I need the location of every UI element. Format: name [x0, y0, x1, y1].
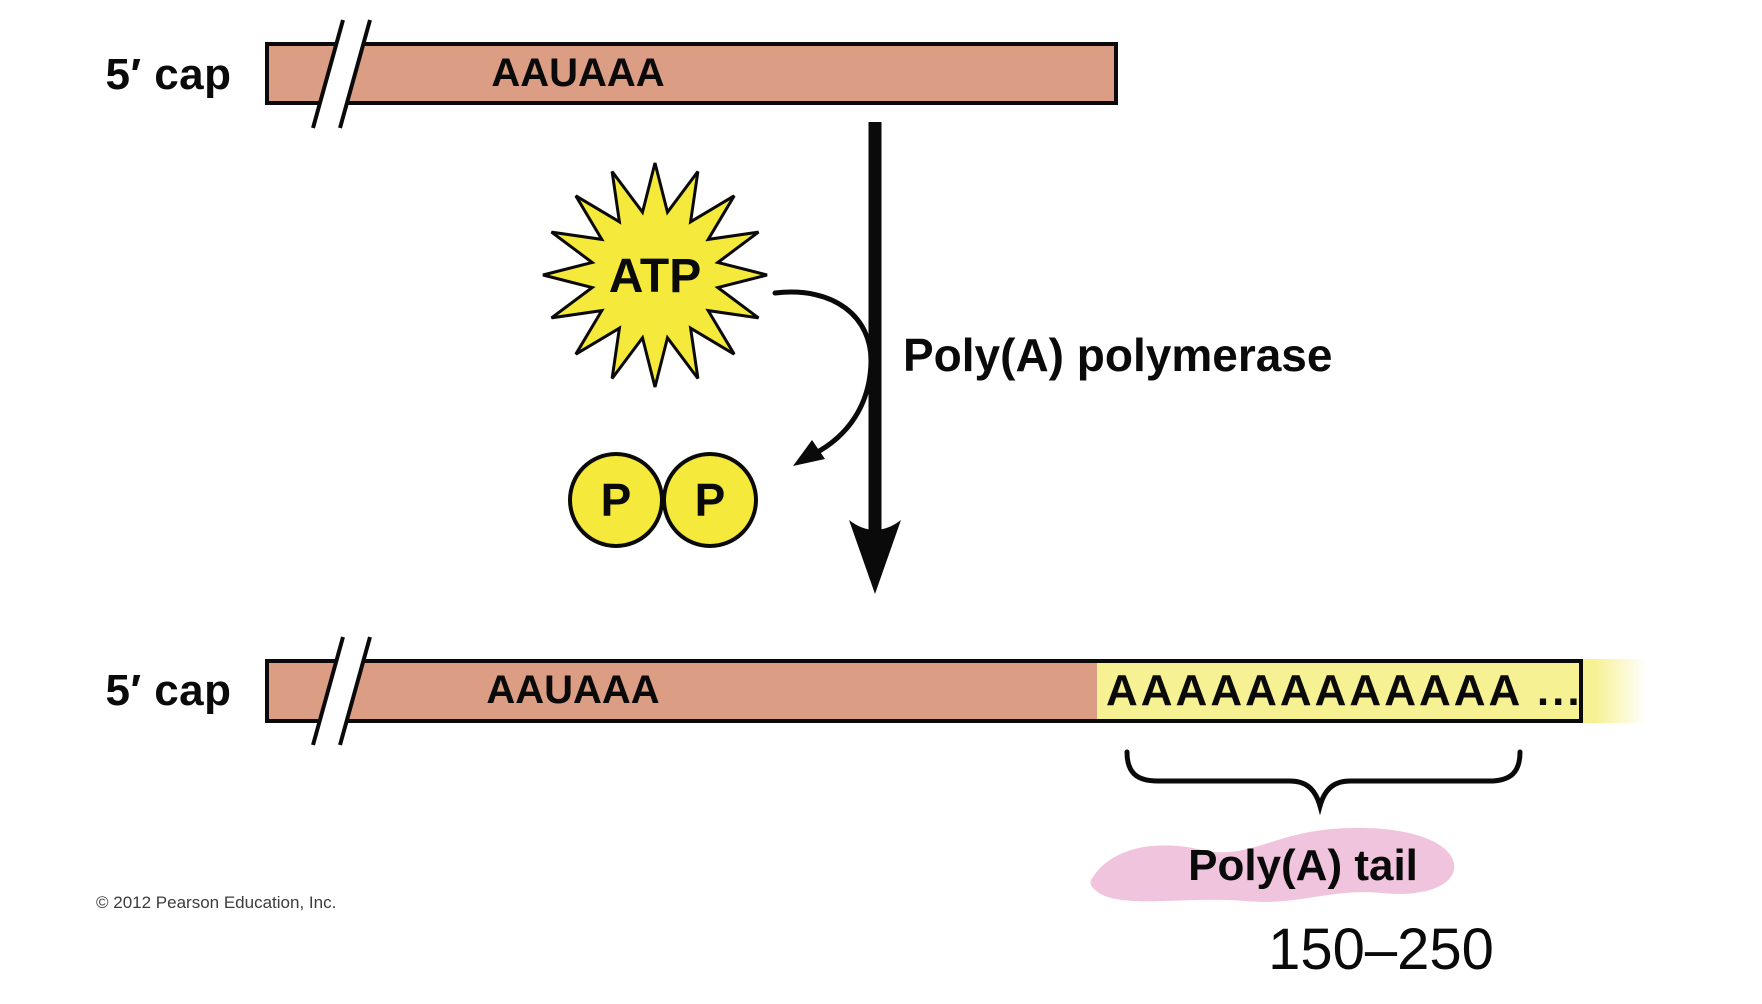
enzyme-label: Poly(A) polymerase	[903, 329, 1333, 381]
cap-label-top: 5′ cap	[105, 50, 232, 99]
mature-mrna-bar	[265, 659, 1583, 723]
polya-tail-fade	[1583, 659, 1647, 723]
polyadenylation-signal-top: AAUAAA	[491, 50, 665, 95]
polya-tail-label: Poly(A) tail	[1188, 841, 1418, 890]
tail-length-range: 150–250	[1268, 916, 1494, 982]
polyadenylation-signal-bottom: AAUAAA	[486, 667, 660, 712]
pre-mrna-bar	[265, 42, 1118, 105]
brace-icon	[1124, 749, 1523, 816]
cap-label-bottom: 5′ cap	[105, 666, 232, 715]
curved-arrow-icon	[772, 289, 874, 466]
phosphate-label-1: P	[600, 474, 632, 526]
mature-mrna-body-segment	[269, 663, 1097, 719]
atp-label: ATP	[608, 249, 702, 303]
polya-tail-sequence: AAAAAAAAAAAA ...	[1106, 666, 1583, 715]
copyright-note: © 2012 Pearson Education, Inc.	[96, 893, 337, 912]
polya-tail-segment	[1097, 663, 1579, 719]
phosphate-label-2: P	[694, 474, 726, 526]
down-arrow-icon	[849, 122, 901, 594]
